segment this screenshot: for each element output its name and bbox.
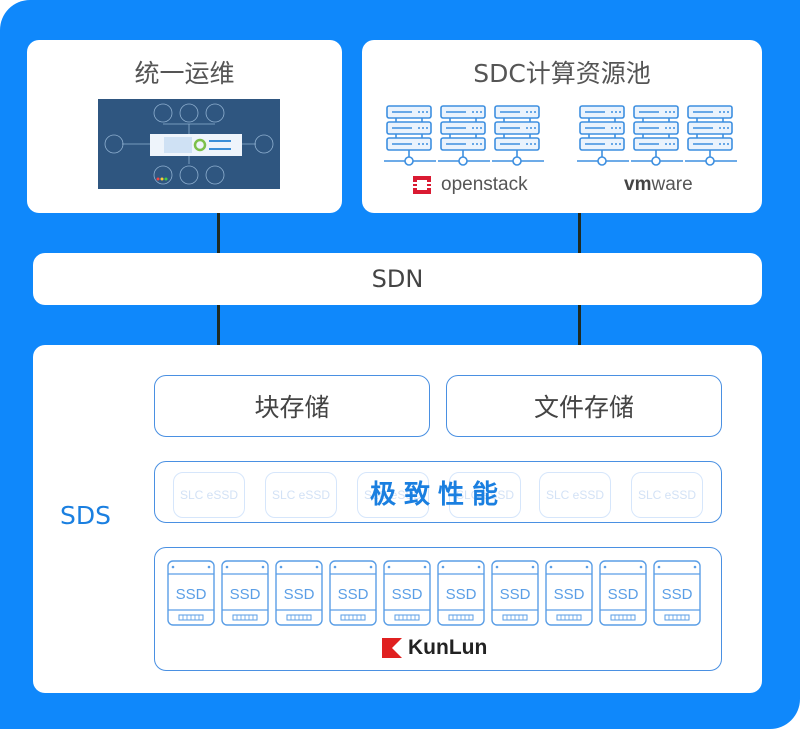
slc-essd-card: SLC eSSD	[265, 472, 337, 518]
file-storage-label: 文件存储	[533, 393, 634, 422]
file-storage-box: 文件存储	[446, 375, 722, 437]
ssd-drive-icon: SSD	[383, 560, 431, 626]
kunlun-logo-icon	[382, 638, 402, 658]
svg-text:SSD: SSD	[608, 586, 639, 603]
performance-tier-box: SLC eSSD SLC eSSD SLC eSSD SLC eSSD SLC eSSD…	[154, 461, 722, 523]
slc-essd-card: SLC eSSD	[539, 472, 611, 518]
kunlun-logo: KunLun	[382, 636, 487, 660]
svg-text:SSD: SSD	[176, 586, 207, 603]
kunlun-label: KunLun	[408, 636, 488, 659]
openstack-logo: openstack	[411, 174, 528, 196]
vmware-label: ware	[651, 174, 693, 195]
server-icon	[492, 104, 544, 170]
svg-text:SSD: SSD	[500, 586, 531, 603]
compute-panel-title: SDC计算资源池	[473, 59, 651, 88]
server-icon	[577, 104, 629, 170]
ssd-drive-icon: SSD	[437, 560, 485, 626]
connector-compute-sdn	[578, 213, 581, 253]
openstack-label: openstack	[441, 174, 528, 195]
performance-label: 极致性能	[369, 479, 506, 510]
compute-panel: SDC计算资源池 openstack vmware	[362, 40, 762, 213]
sds-label: SDS	[60, 501, 111, 530]
ssd-drive-icon: SSD	[545, 560, 593, 626]
server-icon	[438, 104, 490, 170]
block-storage-box: 块存储	[154, 375, 430, 437]
svg-text:SSD: SSD	[392, 586, 423, 603]
server-icon	[685, 104, 737, 170]
svg-text:SSD: SSD	[662, 586, 693, 603]
ssd-drive-icon: SSD	[599, 560, 647, 626]
vmware-logo: vmware	[624, 174, 693, 196]
ssd-drive-icon: SSD	[491, 560, 539, 626]
connector-sdn-block	[217, 305, 220, 375]
server-icon	[384, 104, 436, 170]
slc-essd-card: SLC eSSD	[357, 472, 429, 518]
ops-panel-title: 统一运维	[134, 59, 235, 88]
svg-text:SSD: SSD	[338, 586, 369, 603]
sdn-bar: SDN	[33, 253, 762, 305]
ssd-drive-icon: SSD	[275, 560, 323, 626]
sdn-label: SDN	[371, 265, 424, 293]
connector-ops-sdn	[217, 213, 220, 253]
svg-text:SSD: SSD	[446, 586, 477, 603]
block-storage-label: 块存储	[254, 393, 330, 422]
ops-dashboard-image	[98, 99, 280, 189]
slc-essd-card: SLC eSSD	[173, 472, 245, 518]
ops-panel: 统一运维	[27, 40, 342, 213]
vmware-logo-icon: vm	[624, 174, 652, 195]
ssd-tier-box: KunLun SSD SSD SSD SSD	[154, 547, 722, 671]
svg-text:SSD: SSD	[554, 586, 585, 603]
svg-text:SSD: SSD	[284, 586, 315, 603]
openstack-logo-icon	[413, 176, 431, 194]
server-icon	[631, 104, 683, 170]
ssd-drive-icon: SSD	[167, 560, 215, 626]
ssd-drive-icon: SSD	[329, 560, 377, 626]
ssd-drive-icon: SSD	[221, 560, 269, 626]
connector-sdn-file	[578, 305, 581, 375]
svg-text:SSD: SSD	[230, 586, 261, 603]
slc-essd-card: SLC eSSD	[449, 472, 521, 518]
ssd-drive-icon: SSD	[653, 560, 701, 626]
slc-essd-card: SLC eSSD	[631, 472, 703, 518]
